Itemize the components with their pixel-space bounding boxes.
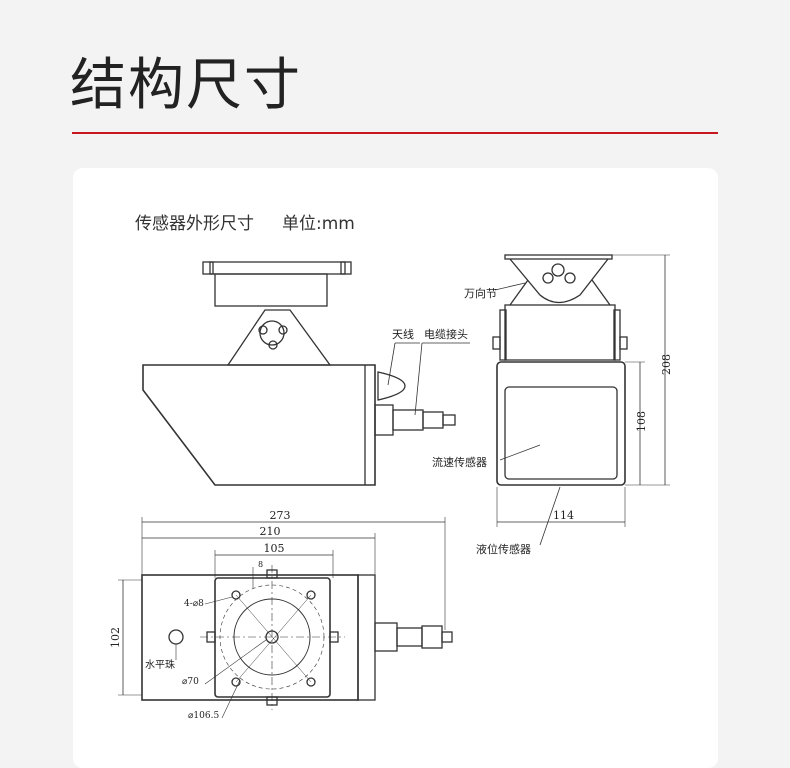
- dim-holes: 4-⌀8: [184, 599, 204, 609]
- label-antenna: 天线: [392, 327, 414, 341]
- label-level-sensor: 液位传感器: [476, 542, 531, 556]
- label-flow-sensor: 流速传感器: [432, 455, 487, 469]
- drawing-card: [73, 168, 718, 768]
- dim-body-width: 114: [553, 509, 574, 522]
- dim-body-length: 210: [260, 525, 281, 538]
- bottom-view: [118, 517, 453, 719]
- dim-total-height: 208: [660, 354, 673, 375]
- dim-plate-width: 105: [264, 542, 285, 555]
- dim-slot: 8: [258, 560, 263, 569]
- dim-body-height: 108: [635, 411, 648, 432]
- label-spirit-level: 水平珠: [145, 658, 175, 671]
- dim-inner-circle: ⌀70: [182, 677, 199, 687]
- title-divider: [72, 132, 718, 134]
- front-view: [492, 254, 670, 546]
- drawing-caption: 传感器外形尺寸 单位:mm: [135, 209, 383, 234]
- caption-text: 传感器外形尺寸: [135, 214, 254, 234]
- page-title: 结构尺寸: [70, 53, 302, 118]
- technical-drawing: 天线 电缆接头 万向节 流速传感器 液位传感器 208 108 114: [109, 254, 673, 721]
- label-universal-joint: 万向节: [464, 286, 497, 300]
- dim-total-length: 273: [270, 509, 291, 522]
- dim-depth: 102: [109, 627, 122, 648]
- label-cable-connector: 电缆接头: [424, 328, 468, 341]
- unit-text: 单位:mm: [282, 214, 355, 234]
- side-view: [142, 261, 470, 486]
- dim-bolt-circle: ⌀106.5: [188, 711, 219, 721]
